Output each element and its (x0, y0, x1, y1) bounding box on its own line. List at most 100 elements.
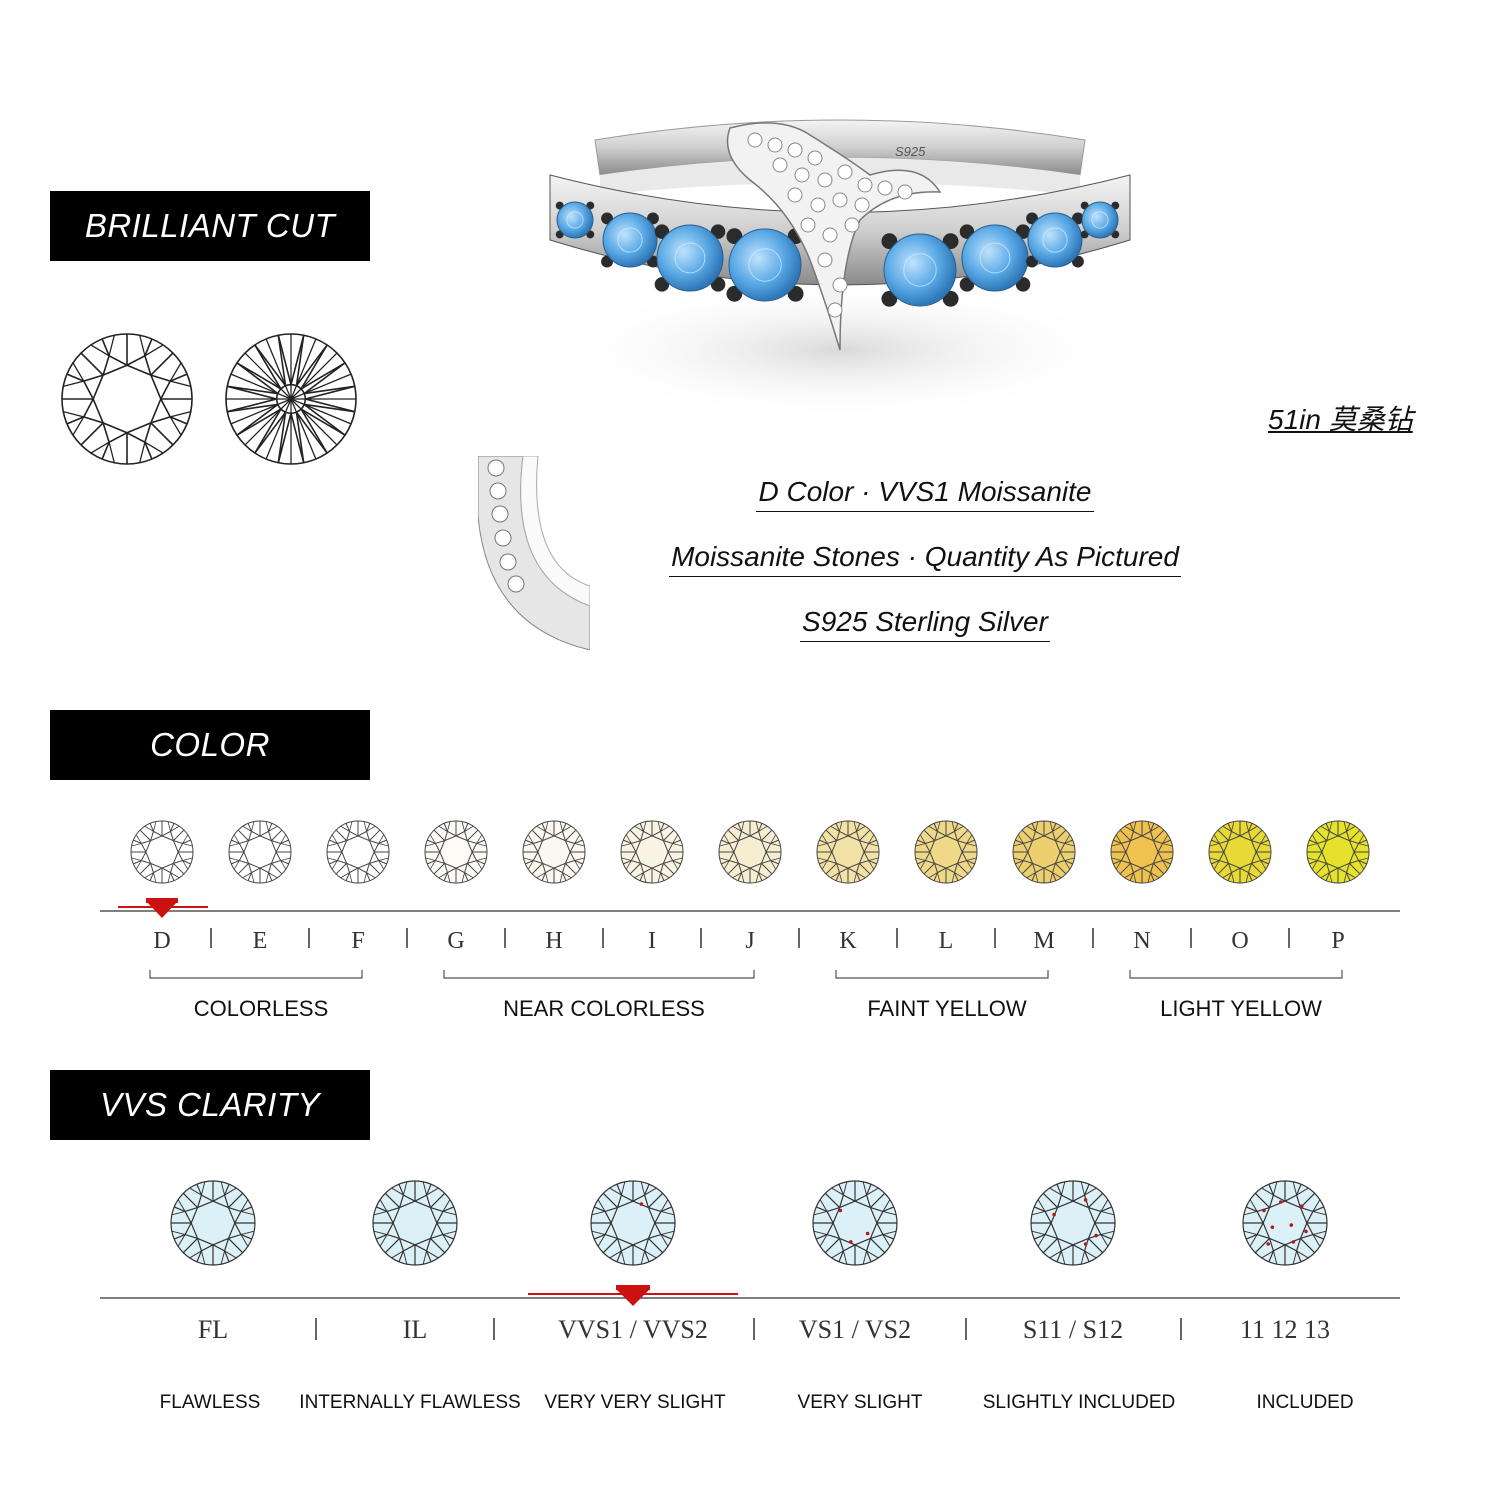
inclusion-dot (1304, 1229, 1308, 1234)
brilliant-cut-banner: BRILLIANT CUT (50, 191, 370, 261)
pave-stone (837, 164, 853, 180)
pave-stone (499, 553, 517, 571)
color-grade-stone (130, 820, 194, 884)
color-grade-label: G (447, 928, 464, 954)
pave-stone (810, 197, 826, 213)
round-brilliant-crown-icon (61, 333, 193, 465)
pave-stone (787, 187, 803, 203)
inclusion-dot (1266, 1242, 1270, 1246)
inclusion-dot (1300, 1204, 1304, 1208)
color-grade-stone (326, 820, 390, 884)
pave-stone (767, 137, 783, 153)
clarity-grade-stone (812, 1180, 898, 1266)
pave-stone (854, 197, 870, 213)
blue-stone (1027, 212, 1083, 268)
blue-stone (961, 224, 1029, 292)
clarity-banner: VVS CLARITY (50, 1070, 370, 1140)
pave-stone (822, 227, 838, 243)
blue-stone (1081, 201, 1119, 239)
pave-stone (817, 172, 833, 188)
pave-stone (807, 150, 823, 166)
pave-stone (507, 575, 525, 593)
inclusion-dot (1291, 1240, 1296, 1244)
pave-stone (772, 157, 788, 173)
clarity-grade-stone (372, 1180, 458, 1266)
inclusion-dot (1052, 1212, 1056, 1217)
color-grade-stone (522, 820, 586, 884)
clarity-grade-label: VERY SLIGHT (798, 1392, 923, 1413)
inclusion-dot (1279, 1200, 1283, 1204)
clarity-grade-stone (1030, 1180, 1116, 1266)
color-group-label: COLORLESS (194, 996, 329, 1021)
color-grade-label: E (253, 928, 268, 954)
ring-side-image (478, 456, 590, 650)
cropped-note-text: 51in 莫桑钻 (1268, 404, 1413, 434)
spec-material: S925 Sterling Silver (600, 606, 1250, 642)
pave-stone (494, 529, 512, 547)
color-banner: COLOR (50, 710, 370, 780)
color-grade-stone (620, 820, 684, 884)
round-brilliant-pavilion-icon (225, 333, 357, 465)
clarity-grade-code: VVS1 / VVS2 (558, 1315, 708, 1344)
color-group-label: NEAR COLORLESS (503, 996, 705, 1021)
color-grade-stone (914, 820, 978, 884)
blue-stone (728, 228, 802, 302)
color-grade-label: D (153, 928, 170, 954)
clarity-grade-code: FL (198, 1315, 228, 1344)
color-grade-label: P (1331, 928, 1344, 954)
color-grade-label: K (839, 928, 857, 954)
pave-stone (832, 192, 848, 208)
inclusion-dot (1083, 1198, 1088, 1202)
pave-stone (857, 177, 873, 193)
pave-stone (489, 482, 507, 500)
color-grade-stone (1012, 820, 1076, 884)
color-group-bracket (443, 970, 755, 979)
color-grade-stone (1110, 820, 1174, 884)
color-group-label: LIGHT YELLOW (1160, 996, 1322, 1021)
ring-stamp: S925 (895, 144, 926, 159)
clarity-grade-code: IL (403, 1315, 428, 1344)
clarity-grade-label: INCLUDED (1256, 1392, 1353, 1413)
pave-stone (832, 277, 848, 293)
blue-stone (883, 233, 957, 307)
spec-color-clarity: D Color · VVS1 Moissanite (600, 476, 1250, 512)
color-group-bracket (835, 970, 1049, 979)
ring-product-image: S925 (549, 119, 1131, 420)
clarity-grade-stone (590, 1180, 676, 1266)
inclusion-dot (849, 1240, 853, 1244)
inclusion-dot (1083, 1242, 1088, 1246)
color-grade-stone (816, 820, 880, 884)
blue-stone (556, 201, 594, 239)
inclusion-dot (838, 1208, 843, 1213)
color-grade-stone (718, 820, 782, 884)
pave-stone (800, 217, 816, 233)
color-grade-label: L (939, 928, 954, 954)
blue-stone (656, 224, 724, 292)
color-grade-label: N (1133, 928, 1150, 954)
clarity-grade-label: INTERNALLY FLAWLESS (299, 1392, 520, 1413)
color-grade-label: H (545, 928, 562, 954)
pave-stone (844, 217, 860, 233)
pave-stone (487, 459, 505, 477)
clarity-grade-code: S11 / S12 (1023, 1315, 1123, 1344)
pave-stone (491, 505, 509, 523)
color-grade-label: I (648, 928, 656, 954)
color-group-label: FAINT YELLOW (867, 996, 1027, 1021)
clarity-grade-stone (1242, 1180, 1328, 1266)
spec-stones: Moissanite Stones · Quantity As Pictured (600, 541, 1250, 577)
clarity-grade-stone (170, 1180, 256, 1266)
inclusion-dot (1270, 1225, 1275, 1229)
color-grade-label: F (351, 928, 364, 954)
color-grade-stone (228, 820, 292, 884)
blue-stone (602, 212, 658, 268)
clarity-grade-label: SLIGHTLY INCLUDED (983, 1392, 1176, 1413)
clarity-grade-code: VS1 / VS2 (799, 1315, 911, 1344)
color-grade-stone (424, 820, 488, 884)
color-grade-label: O (1231, 928, 1248, 954)
inclusion-dot (639, 1202, 644, 1206)
pave-stone (747, 132, 763, 148)
inclusion-dot (1289, 1223, 1294, 1227)
clarity-grade-code: 11 12 13 (1240, 1315, 1330, 1344)
